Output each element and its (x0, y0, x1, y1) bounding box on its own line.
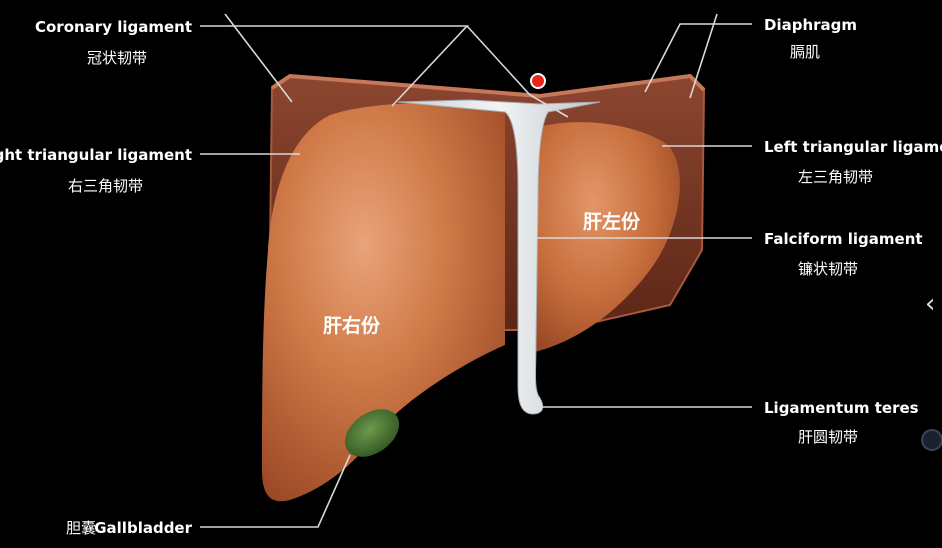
left-triangular-label-zh: 左三角韧带 (798, 168, 873, 186)
marker-dot (530, 73, 546, 89)
coronary-leader-2 (466, 25, 569, 118)
right-triangular-label-en: Right triangular ligament (0, 146, 192, 164)
coronary-label-en: Coronary ligament (35, 18, 192, 36)
gallbladder-label-zh: 胆囊 (66, 519, 96, 537)
gallbladder-shape (344, 409, 400, 457)
teres-label-zh: 肝圆韧带 (798, 428, 858, 446)
falciform-label-zh: 镰状韧带 (798, 260, 858, 278)
left-triangular-label-en: Left triangular ligament (764, 138, 942, 156)
diaphragm-label-en: Diaphragm (764, 16, 857, 34)
left-lobe-shape (535, 122, 680, 352)
falciform-ligament-shape (397, 99, 601, 415)
right-lobe-shape (262, 103, 505, 502)
coronary-label-zh: 冠状韧带 (87, 49, 147, 67)
diaphragm-label-zh: 膈肌 (790, 43, 820, 61)
teres-label-en: Ligamentum teres (764, 399, 919, 417)
falciform-label-en: Falciform ligament (764, 230, 923, 248)
left-lobe-label: 肝左份 (583, 210, 641, 233)
coronary-pin (224, 13, 293, 103)
right-triangular-label-zh: 右三角韧带 (68, 177, 143, 195)
circle-button-icon[interactable] (921, 429, 942, 451)
diaphragm-rim (270, 73, 706, 99)
next-arrow-icon[interactable]: ‹ (925, 289, 935, 319)
gallbladder-leader (200, 454, 351, 528)
gallbladder-label-en: Gallbladder (94, 519, 192, 537)
diaphragm-pin (689, 13, 718, 99)
diaphragm-leader (644, 23, 752, 93)
right-lobe-label: 肝右份 (323, 314, 381, 337)
